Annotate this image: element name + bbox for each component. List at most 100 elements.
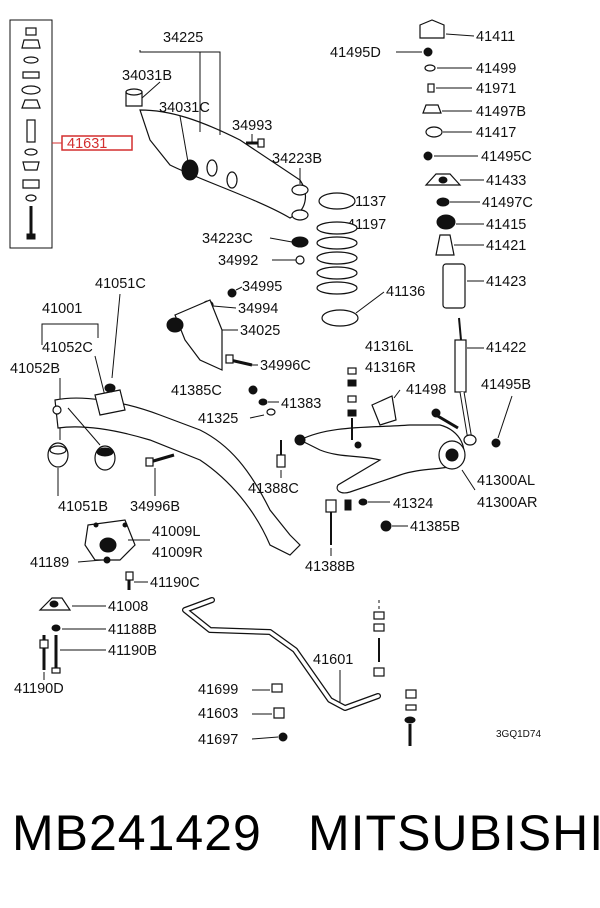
- nut-41495B: [491, 438, 501, 448]
- stabilizer-bar-41601: [182, 597, 381, 711]
- brand-name: MITSUBISHI: [308, 805, 600, 861]
- footer: MB241429 MITSUBISHI: [0, 800, 600, 880]
- label-41008: 41008: [108, 599, 148, 615]
- label-41421: 41421: [486, 238, 526, 254]
- spacer-41971: [427, 83, 435, 93]
- label-41417: 41417: [476, 125, 516, 141]
- label-41423: 41423: [486, 274, 526, 290]
- frame-41001: [47, 383, 301, 556]
- bushing-41497B: [422, 104, 442, 114]
- label-41188B: 41188B: [108, 622, 157, 638]
- label-34223B: 34223B: [272, 151, 322, 167]
- label-41603: 41603: [198, 706, 238, 722]
- bushing-41497C: [436, 197, 450, 207]
- bolt-34993: [246, 138, 265, 148]
- label-41385B: 41385B: [410, 519, 460, 535]
- diagram-code: 3GQ1D74: [496, 729, 541, 740]
- bracket-41498: [371, 395, 397, 426]
- bump-stop-41421: [435, 234, 455, 256]
- label-34995: 34995: [242, 279, 282, 295]
- bolt-34996B: [145, 453, 175, 467]
- label-41137: 41137: [347, 194, 386, 210]
- label-41411: 41411: [476, 29, 515, 45]
- label-41385C: 41385C: [171, 383, 222, 399]
- label-41052B: 41052B: [10, 361, 60, 377]
- label-41383: 41383: [281, 396, 321, 412]
- label-34223C: 34223C: [202, 231, 253, 247]
- spring-seat-41137: [318, 192, 356, 210]
- label-41052C: 41052C: [42, 340, 93, 356]
- bolt-34996C: [225, 354, 253, 367]
- label-41051C: 41051C: [95, 276, 146, 292]
- nut-41495C: [423, 151, 433, 161]
- trailing-arm-41300: [294, 424, 466, 494]
- ring-41417: [425, 126, 443, 138]
- stabilizer-link: [373, 611, 417, 746]
- nut-41697: [278, 732, 288, 742]
- label-41495B: 41495B: [481, 377, 531, 393]
- label-41324: 41324: [393, 496, 433, 512]
- washer-41499: [424, 64, 436, 72]
- nut-41385C: [248, 385, 258, 395]
- label-41601: 41601: [313, 652, 353, 668]
- label-41051B: 41051B: [58, 499, 108, 515]
- label-41497B: 41497B: [476, 104, 526, 120]
- nut-34992: [295, 255, 305, 265]
- label-34225: 34225: [163, 30, 203, 46]
- bracket-41008: [38, 597, 72, 611]
- label-41190C: 41190C: [150, 575, 200, 591]
- label-41316L: 41316L: [365, 339, 413, 355]
- shock-absorber-41422: [454, 317, 477, 446]
- label-41388C: 41388C: [248, 481, 299, 497]
- bushing-41388C: [276, 440, 286, 468]
- bolt-34995: [227, 288, 237, 298]
- label-41136: 41136: [386, 284, 425, 300]
- nut-41495D: [423, 47, 433, 57]
- crossmember-34225: [125, 88, 309, 221]
- label-34031C: 34031C: [159, 100, 210, 116]
- label-41300AR: 41300AR: [477, 495, 537, 511]
- bushings-41388B: [325, 499, 352, 545]
- bolt-41190C: [125, 571, 134, 590]
- bushing-41699: [271, 683, 283, 693]
- bushing-34223C: [291, 236, 309, 248]
- bolt-41190B: [51, 635, 61, 674]
- bushing-stack-41631: [9, 19, 133, 249]
- label-41495C: 41495C: [481, 149, 532, 165]
- spring-pad-41136: [321, 309, 359, 327]
- label-41300AL: 41300AL: [477, 473, 535, 489]
- nut-41189: [103, 556, 111, 564]
- bracket-41603: [273, 707, 285, 719]
- label-34025: 34025: [240, 323, 280, 339]
- label-41009L: 41009L: [152, 524, 200, 540]
- label-41697: 41697: [198, 732, 238, 748]
- label-41699: 41699: [198, 682, 238, 698]
- label-41325: 41325: [198, 411, 238, 427]
- label-41190B: 41190B: [108, 643, 157, 659]
- mount-41009: [84, 519, 136, 561]
- label-41971: 41971: [476, 81, 516, 97]
- label-41499: 41499: [476, 61, 516, 77]
- nut-41385B: [380, 520, 392, 532]
- bump-stop-stack: [347, 367, 357, 440]
- coil-spring-41197: [316, 221, 358, 295]
- label-41498: 41498: [406, 382, 446, 398]
- label-34994: 34994: [238, 301, 278, 317]
- bolt-41190D: [39, 635, 49, 670]
- label-41189: 41189: [30, 555, 69, 571]
- part-number: MB241429: [12, 805, 262, 861]
- label-41433: 41433: [486, 173, 526, 189]
- cap-41411: [419, 19, 445, 39]
- bolt-41324: [358, 498, 368, 506]
- bushing-41415: [436, 214, 456, 230]
- label-41497C: 41497C: [482, 195, 533, 211]
- label-41415: 41415: [486, 217, 526, 233]
- washers-41383: [258, 398, 276, 416]
- label-34031B: 34031B: [122, 68, 172, 84]
- label-34992: 34992: [218, 253, 258, 269]
- label-41001: 41001: [42, 301, 82, 317]
- bolt-41498: [431, 408, 459, 430]
- dust-cover-41423: [442, 263, 466, 309]
- label-34996B: 34996B: [130, 499, 180, 515]
